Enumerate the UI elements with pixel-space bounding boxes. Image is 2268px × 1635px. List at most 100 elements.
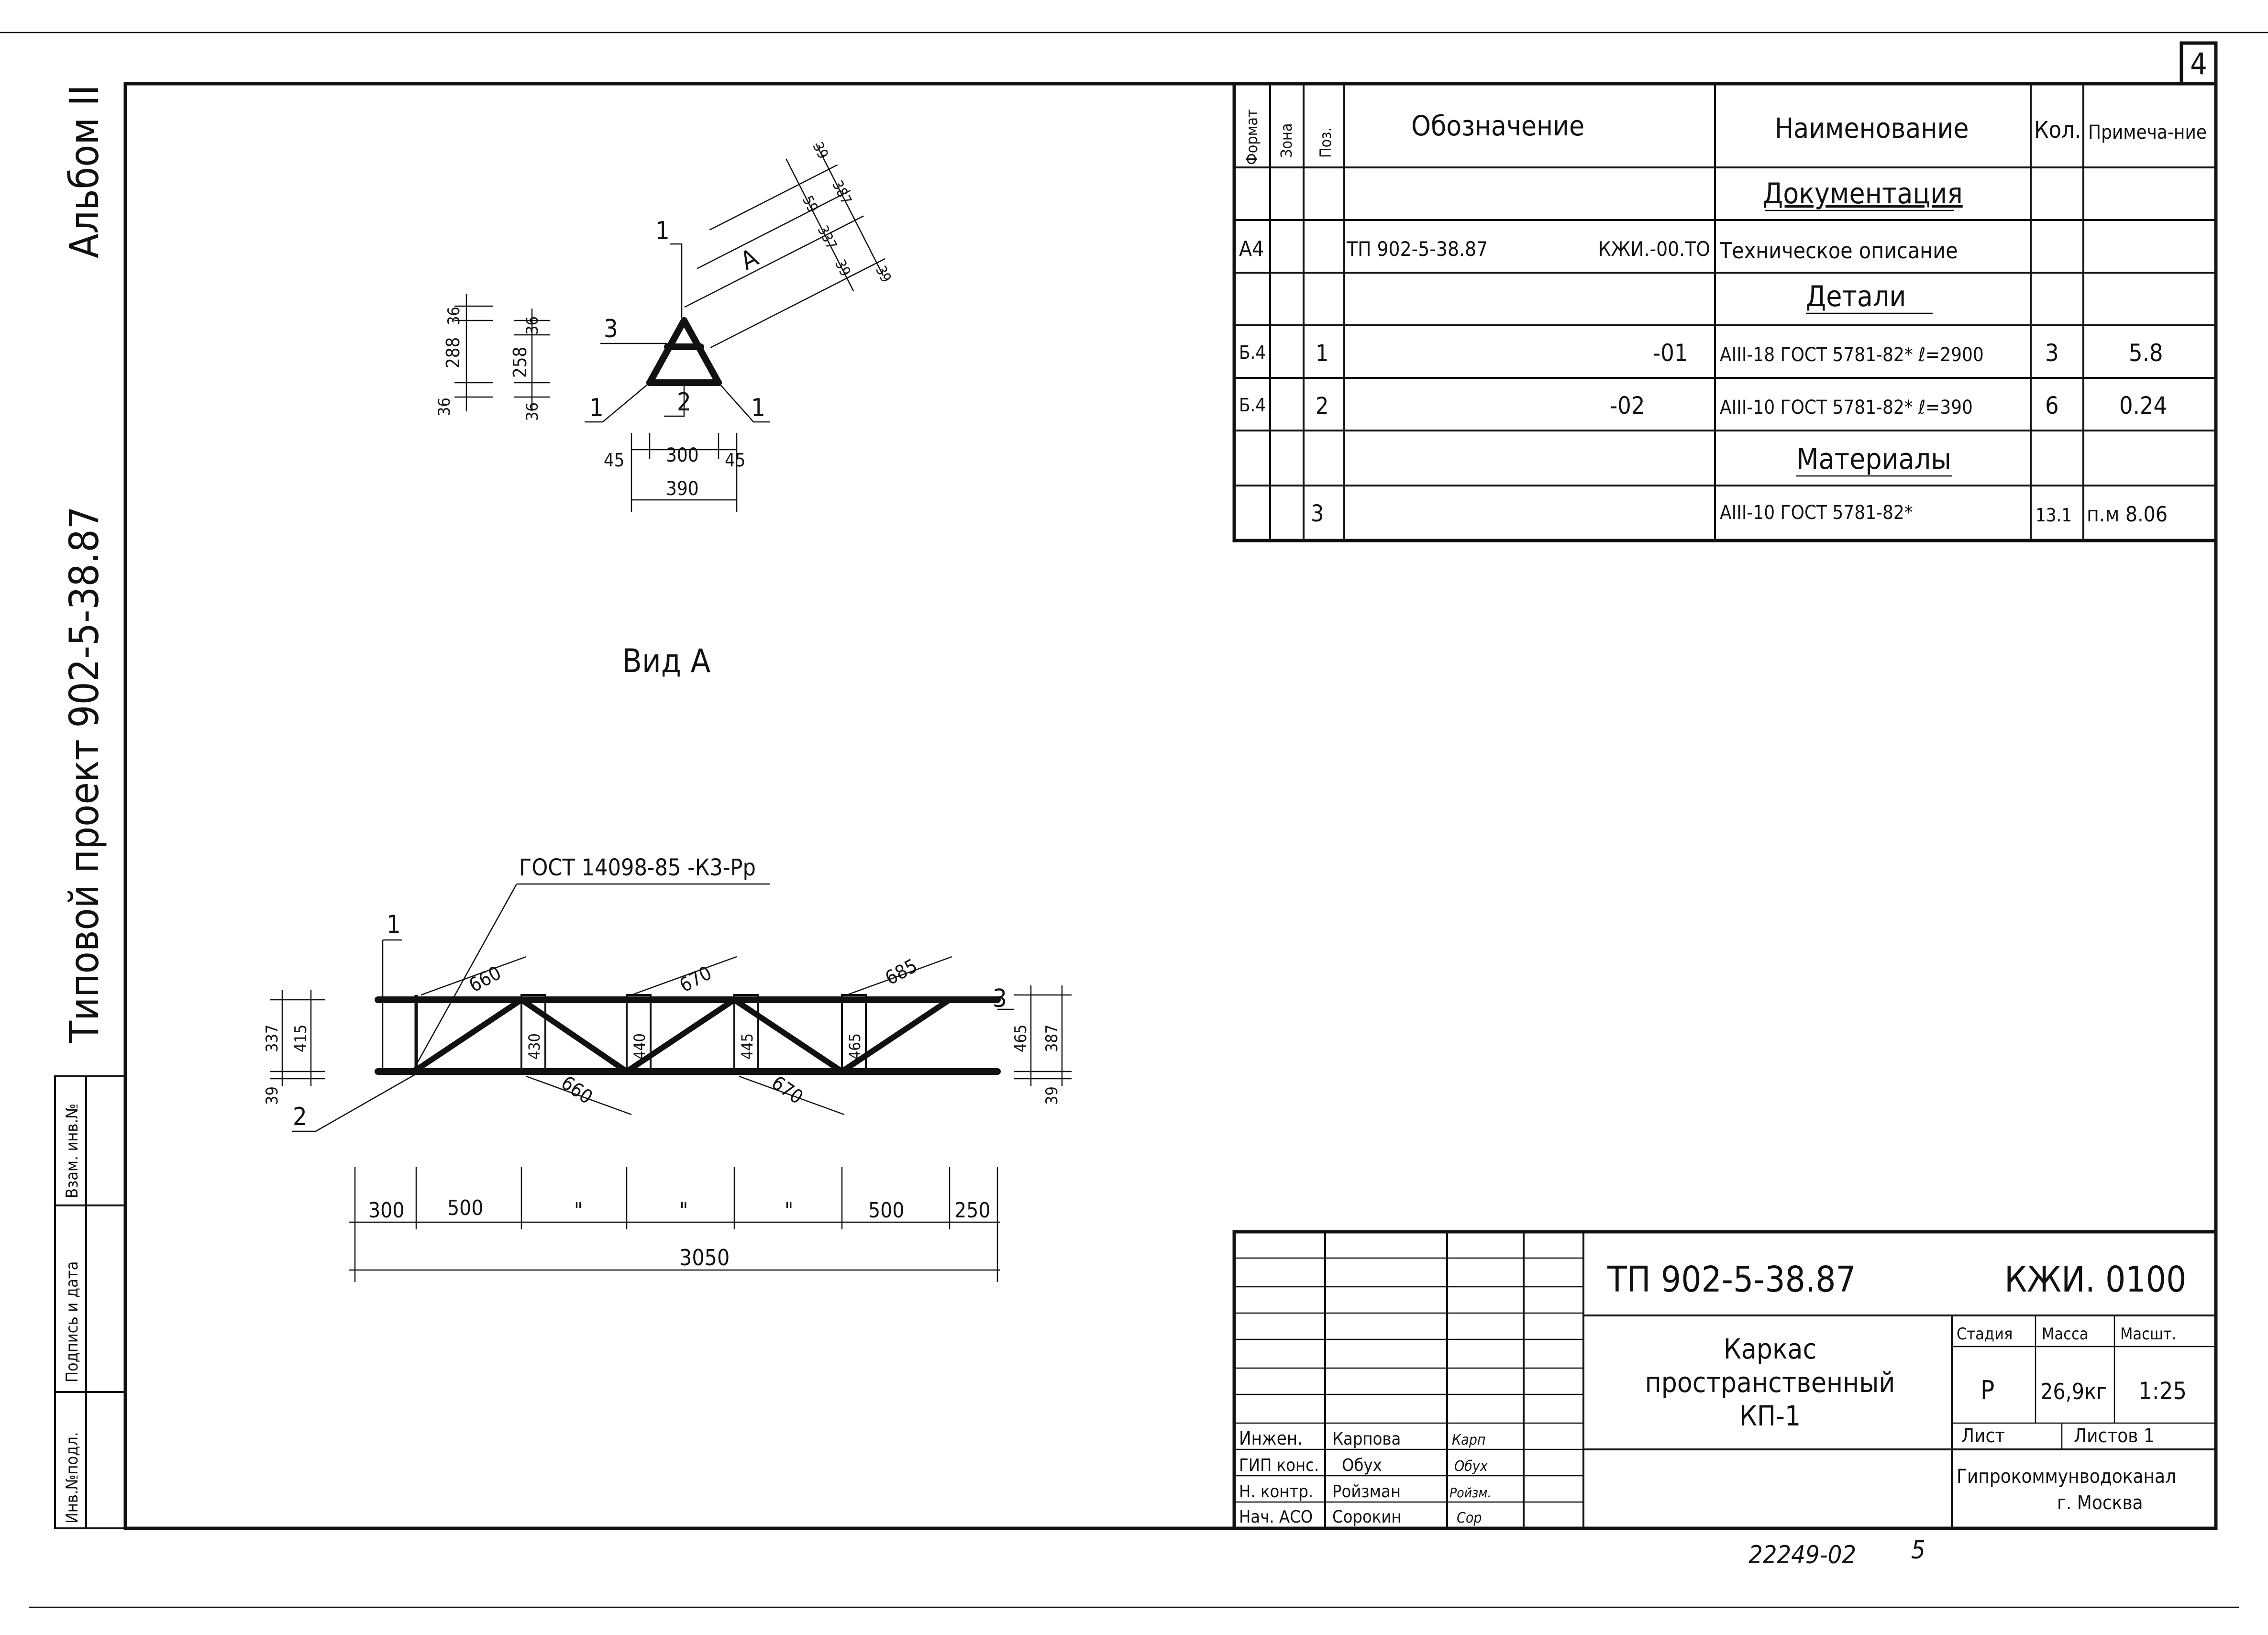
cs-dim-36d: 36 bbox=[523, 402, 542, 421]
row-d1-name: АIII-18 ГОСТ 5781-82* ℓ=2900 bbox=[1720, 344, 1984, 366]
side-stamp: Инв.№подл. Подпись и дата Взам. инв.№ bbox=[54, 1075, 126, 1529]
tb-stage-label: Стадия bbox=[1957, 1325, 2013, 1344]
tb-name-0: Карпова bbox=[1332, 1429, 1401, 1449]
weld-note-text: ГОСТ 14098-85 -К3-Рр bbox=[519, 854, 756, 881]
tb-scale-label: Масшт. bbox=[2120, 1325, 2176, 1344]
cs-dim-36b: 36 bbox=[435, 398, 454, 416]
row-m-pos: 3 bbox=[1311, 500, 1324, 527]
row-d1-pos: 1 bbox=[1316, 340, 1328, 367]
view-title: Вид А bbox=[622, 642, 710, 680]
tb-title-1: Каркас bbox=[1724, 1333, 1816, 1365]
album-label: Альбом II bbox=[61, 85, 108, 258]
cs-dim-36a: 36 bbox=[444, 307, 464, 325]
hdr-name: Наименование bbox=[1775, 112, 1969, 144]
row-d2-pos: 2 bbox=[1316, 393, 1328, 420]
row-m-qty: 13.1 bbox=[2036, 505, 2072, 526]
hdr-note: Примеча-ние bbox=[2088, 122, 2207, 144]
hdr-format: Формат bbox=[1243, 109, 1261, 165]
footer-num: 5 bbox=[1911, 1536, 1925, 1565]
row-d1-code2: -01 bbox=[1653, 339, 1688, 367]
hdr-qty: Кол. bbox=[2034, 117, 2081, 144]
el-h-445: 445 bbox=[738, 1033, 756, 1060]
row-d1-format: Б.4 bbox=[1239, 342, 1266, 363]
tb-name-3: Сорокин bbox=[1332, 1507, 1402, 1527]
stamp-inv-podl: Инв.№подл. bbox=[63, 1432, 82, 1524]
row-doc-code2: КЖИ.-00.ТО bbox=[1598, 237, 1710, 261]
cs-dim-36c: 36 bbox=[523, 316, 542, 335]
row-d1-qty: 3 bbox=[2045, 339, 2059, 367]
el-h-430: 430 bbox=[525, 1033, 543, 1060]
tb-sign-2: Ройзм. bbox=[1449, 1485, 1491, 1501]
row-d2-name: АIII-10 ГОСТ 5781-82* ℓ=390 bbox=[1720, 397, 1973, 419]
cs-dim-300: 300 bbox=[666, 444, 699, 466]
el-left-415: 415 bbox=[291, 1025, 310, 1052]
hdr-pos: Поз. bbox=[1317, 127, 1335, 158]
row-doc-name: Техническое описание bbox=[1719, 238, 1958, 264]
el-sp-500b: 500 bbox=[868, 1198, 905, 1223]
el-sp-ditto2: " bbox=[679, 1198, 688, 1223]
tb-role-2: Н. контр. bbox=[1239, 1482, 1313, 1502]
el-pos2: 2 bbox=[293, 1103, 307, 1131]
side-labels: Альбом II Типовой проект 902-5-38.87 bbox=[61, 85, 108, 1043]
project-label: Типовой проект 902-5-38.87 bbox=[61, 506, 108, 1043]
cs-dim-337: 337 bbox=[814, 223, 841, 253]
cs-dim-288: 288 bbox=[443, 337, 464, 368]
cs-dim-39a: 39 bbox=[809, 140, 831, 162]
section-documentation: Документация bbox=[1763, 177, 1963, 210]
tb-role-0: Инжен. bbox=[1239, 1428, 1303, 1449]
tb-scale: 1:25 bbox=[2138, 1377, 2187, 1405]
el-sp-500a: 500 bbox=[447, 1196, 484, 1220]
el-diag-660-bottom: 660 bbox=[557, 1072, 597, 1109]
tb-sign-0: Карп bbox=[1452, 1432, 1486, 1448]
stamp-vzam: Взам. инв.№ bbox=[63, 1104, 82, 1198]
cs-dim-387: 387 bbox=[829, 178, 855, 208]
tb-doc-mark: КЖИ. 0100 bbox=[2004, 1259, 2186, 1300]
cs-dim-45a: 45 bbox=[604, 450, 625, 471]
row-d2-note: 0.24 bbox=[2119, 392, 2167, 420]
cs-dim-39c: 39 bbox=[872, 263, 895, 285]
row-m-note: п.м 8.06 bbox=[2087, 502, 2168, 527]
el-pos1: 1 bbox=[387, 910, 401, 939]
el-sp-250: 250 bbox=[954, 1198, 991, 1223]
tb-mass-label: Масса bbox=[2042, 1325, 2089, 1344]
el-diag-670-bottom: 670 bbox=[767, 1072, 807, 1109]
row-d2-code2: -02 bbox=[1610, 392, 1645, 420]
el-h-440: 440 bbox=[631, 1033, 649, 1060]
sheet-frame: 4 bbox=[0, 32, 2268, 1608]
cs-pos1-top: 1 bbox=[655, 217, 670, 245]
tb-name-1: Обух bbox=[1342, 1456, 1382, 1475]
tb-org-1: Гипрокоммунводоканал bbox=[1957, 1466, 2176, 1488]
tb-role-1: ГИП конс. bbox=[1239, 1456, 1319, 1475]
el-left-337: 337 bbox=[263, 1025, 282, 1052]
elevation: 430 440 445 465 660 670 685 660 670 1 2 … bbox=[263, 910, 1072, 1282]
cs-dim-390: 390 bbox=[666, 478, 699, 500]
cs-dim-258: 258 bbox=[509, 347, 531, 378]
el-left-39: 39 bbox=[263, 1086, 282, 1105]
tb-sign-3: Сор bbox=[1457, 1510, 1482, 1526]
tb-mass: 26,9кг bbox=[2040, 1379, 2107, 1404]
stamp-sign-date: Подпись и дата bbox=[63, 1261, 82, 1382]
sheet-number: 4 bbox=[2190, 46, 2207, 81]
section-materials: Материалы bbox=[1796, 442, 1951, 476]
tb-doc-code: ТП 902-5-38.87 bbox=[1607, 1259, 1856, 1300]
tb-name-2: Ройзман bbox=[1332, 1482, 1401, 1502]
weld-note: ГОСТ 14098-85 -К3-Рр bbox=[413, 854, 770, 1070]
hdr-zone: Зона bbox=[1277, 123, 1295, 158]
cs-view-a: А bbox=[736, 243, 763, 276]
el-sp-300: 300 bbox=[368, 1198, 405, 1223]
cs-pos3: 3 bbox=[604, 315, 618, 343]
tb-title-2: пространственный bbox=[1645, 1366, 1895, 1399]
el-h-465: 465 bbox=[846, 1033, 864, 1060]
el-total: 3050 bbox=[679, 1245, 730, 1270]
row-doc-code: ТП 902-5-38.87 bbox=[1346, 237, 1488, 261]
cs-pos1-left: 1 bbox=[589, 394, 604, 422]
footer-code: 22249-02 bbox=[1748, 1541, 1856, 1569]
el-right-465: 465 bbox=[1011, 1025, 1030, 1052]
row-m-name: АIII-10 ГОСТ 5781-82* bbox=[1720, 502, 1913, 524]
tb-sheet-label: Лист bbox=[1961, 1425, 2005, 1447]
tb-sign-1: Обух bbox=[1454, 1458, 1488, 1475]
cross-section: 1 3 2 1 1 36 288 36 36 258 36 bbox=[435, 140, 895, 512]
cs-dim-59: 59 bbox=[799, 193, 821, 215]
cs-pos1-right: 1 bbox=[751, 394, 765, 422]
